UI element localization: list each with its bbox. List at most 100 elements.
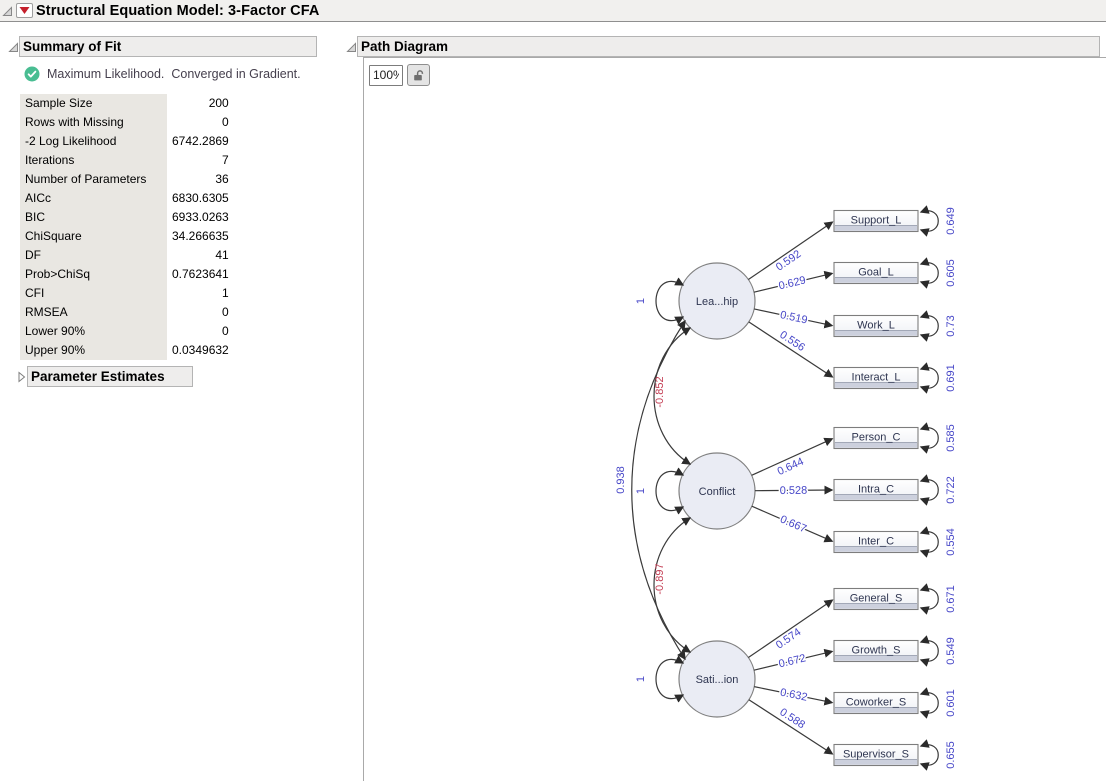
fit-stat-value: 0 [222,305,229,319]
path-diagram-header[interactable]: Path Diagram [357,36,1100,57]
latent-variance-label: 1 [635,298,647,304]
latent-label: Sati...ion [696,674,739,686]
covariance-arc-0-1[interactable]: -0.852 [653,327,692,465]
fit-stat-value: 34.266635 [172,229,229,243]
residual-variance-loop[interactable]: 0.722 [919,474,957,506]
red-triangle-menu-button[interactable] [16,3,33,18]
loading-path-Growth_S[interactable]: 0.672 [753,648,834,672]
loading-path-Support_L[interactable]: 0.592 [748,221,834,281]
residual-variance-loop[interactable]: 0.585 [919,422,957,454]
observed-node-Coworker_S[interactable]: Coworker_S [833,691,919,715]
loading-path-Inter_C[interactable]: 0.667 [751,505,834,543]
observed-node-Interact_L[interactable]: Interact_L [833,366,919,390]
residual-variance-label: 0.649 [945,207,957,235]
observed-node-Support_L[interactable]: Support_L [833,209,919,233]
observed-node-Intra_C[interactable]: Intra_C [833,478,919,502]
loading-line [748,699,834,755]
latent-variance-loop[interactable]: 1 [635,467,685,515]
residual-variance-loop[interactable]: 0.605 [919,257,957,289]
latent-node-Leahip[interactable]: Lea...hip [678,262,756,340]
observed-node-Inter_C[interactable]: Inter_C [833,530,919,554]
observed-box-footer [834,546,918,552]
residual-variance-loop[interactable]: 0.601 [919,687,957,719]
covariance-arc-0-2[interactable]: 0.938 [615,319,686,661]
latent-variance-loop[interactable]: 1 [635,655,685,703]
disclosure-triangle-icon[interactable] [2,4,13,22]
loading-path-Person_C[interactable]: 0.644 [751,437,834,479]
observed-label: Intra_C [858,484,894,496]
residual-variance-loop[interactable]: 0.554 [919,526,957,558]
path-diagram-canvas[interactable]: Lea...hip1Conflict1Sati...ion1-0.852-0.8… [363,57,1106,781]
disclosure-triangle-icon[interactable] [8,40,19,58]
covariance-curve [653,327,692,465]
parameter-estimates-header[interactable]: Parameter Estimates [27,366,193,387]
observed-box-footer [834,277,918,283]
residual-variance-label: 0.691 [945,364,957,392]
loading-path-General_S[interactable]: 0.574 [748,599,834,659]
residual-variance-label: 0.554 [945,528,957,556]
latent-node-Satiion[interactable]: Sati...ion [678,640,756,718]
zoom-level-input[interactable] [369,64,403,86]
collapsed-triangle-icon[interactable] [16,370,27,388]
loading-path-Coworker_S[interactable]: 0.632 [754,685,834,706]
loading-line [751,505,834,543]
fit-stat-value: 200 [208,96,229,110]
loading-path-Supervisor_S[interactable]: 0.588 [748,699,834,755]
residual-variance-loop[interactable]: 0.671 [919,583,957,615]
loading-label: 0.632 [779,687,808,704]
loading-line [748,599,834,659]
residual-variance-label: 0.549 [945,637,957,665]
red-triangle-icon [19,7,30,14]
observed-node-General_S[interactable]: General_S [833,587,919,611]
disclosure-triangle-icon[interactable] [346,40,357,58]
observed-label: Work_L [857,320,895,332]
observed-node-Work_L[interactable]: Work_L [833,314,919,338]
loading-path-Intra_C[interactable]: 0.528 [754,483,834,498]
loading-line [748,321,834,378]
summary-of-fit-header[interactable]: Summary of Fit [19,36,317,57]
observed-node-Supervisor_S[interactable]: Supervisor_S [833,743,919,767]
loading-label: 0.519 [779,309,808,327]
covariance-arc-1-2[interactable]: -0.897 [653,517,692,653]
residual-variance-loop[interactable]: 0.691 [919,362,957,394]
fit-stat-value: 0 [222,324,229,338]
variance-loop-arc [919,205,939,237]
fit-stat-value: 0.7623641 [172,267,229,281]
observed-box-footer [834,382,918,388]
observed-label: Coworker_S [846,697,907,709]
latent-variance-loop[interactable]: 1 [635,277,685,325]
loading-line [751,437,834,476]
loading-path-Work_L[interactable]: 0.519 [754,308,834,329]
variance-loop-arc [919,257,939,289]
observed-box-footer [834,759,918,765]
observed-label: Supervisor_S [843,749,909,761]
observed-node-Person_C[interactable]: Person_C [833,426,919,450]
fit-stat-label: Sample Size [20,94,167,113]
loading-path-Interact_L[interactable]: 0.556 [748,321,834,378]
fit-stat-value: 36 [215,172,229,186]
residual-variance-loop[interactable]: 0.655 [919,739,957,771]
observed-label: Inter_C [858,536,894,548]
residual-variance-label: 0.585 [945,424,957,452]
loading-label: 0.672 [778,652,808,670]
fit-stat-label: Lower 90% [20,322,167,341]
fit-stat-value: 6742.2869 [172,134,229,148]
residual-variance-loop[interactable]: 0.649 [919,205,957,237]
latent-node-Conflict[interactable]: Conflict [678,452,756,530]
zoom-lock-button[interactable] [407,64,430,86]
fit-stat-value: 7 [222,153,229,167]
latent-label: Conflict [699,486,736,498]
observed-box-footer [834,494,918,500]
observed-node-Goal_L[interactable]: Goal_L [833,261,919,285]
observed-node-Growth_S[interactable]: Growth_S [833,639,919,663]
loading-path-Goal_L[interactable]: 0.629 [753,270,834,294]
residual-variance-loop[interactable]: 0.73 [919,310,957,342]
report-title: Structural Equation Model: 3-Factor CFA [36,2,320,19]
residual-variance-loop[interactable]: 0.549 [919,635,957,667]
observed-box-footer [834,225,918,231]
fit-stat-label: CFI [20,284,167,303]
